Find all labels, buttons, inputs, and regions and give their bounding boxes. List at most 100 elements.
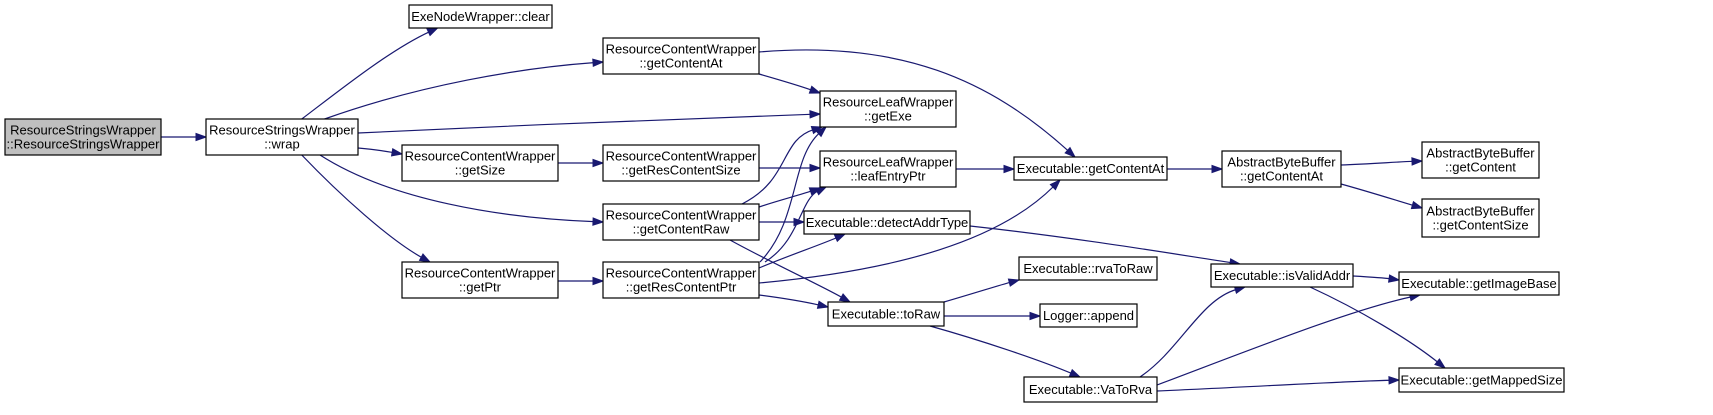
edge-root-to-wrap bbox=[160, 132, 208, 142]
arrowhead-icon bbox=[1388, 375, 1401, 385]
edge-exe_isValidAddr-to-exe_getMappedSize bbox=[1309, 286, 1447, 369]
node-exe-toRaw[interactable]: Executable::toRaw bbox=[827, 301, 945, 327]
edge-line bbox=[758, 294, 820, 306]
arrowhead-icon bbox=[1049, 178, 1062, 191]
node-box bbox=[1023, 376, 1158, 403]
edge-exe_VaToRva-to-exe_getImageBase bbox=[1156, 292, 1422, 386]
node-exe-getContentAt[interactable]: Executable::getContentAt bbox=[1013, 156, 1168, 181]
edge-exe_getContentAt-to-abb_getContentAt bbox=[1166, 164, 1224, 174]
node-rcw-getContentAt[interactable]: ResourceContentWrapper::getContentAt bbox=[602, 37, 760, 75]
edge-line bbox=[1340, 183, 1414, 207]
node-execlear[interactable]: ExeNodeWrapper::clear bbox=[408, 4, 553, 29]
edge-wrap-to-rcw_getContentRaw bbox=[319, 154, 605, 226]
edge-rcw_getResContentPtr-to-rlw_leafEntryPtr bbox=[764, 186, 828, 263]
node-rcw-getResContentPtr[interactable]: ResourceContentWrapper::getResContentPtr bbox=[602, 261, 760, 299]
node-label-line: Executable::getImageBase bbox=[1401, 276, 1556, 291]
arrowhead-icon bbox=[816, 300, 830, 309]
node-box bbox=[1221, 150, 1342, 188]
edge-rcw_getResContentPtr-to-exe_getContentAt bbox=[758, 178, 1062, 284]
node-label-line: ::getContentSize bbox=[1432, 218, 1528, 233]
edge-exe_VaToRva-to-exe_getMappedSize bbox=[1156, 375, 1401, 392]
node-abb-getContent[interactable]: AbstractByteBuffer::getContent bbox=[1421, 141, 1540, 179]
arrowhead-icon bbox=[1211, 164, 1224, 174]
edge-rcw_getResContentSize-to-rlw_leafEntryPtr bbox=[759, 163, 822, 173]
edge-rcw_getResContentPtr-to-exe_detectAddrType bbox=[758, 233, 847, 269]
node-label-line: AbstractByteBuffer bbox=[1426, 146, 1535, 161]
node-abb-getContentAt[interactable]: AbstractByteBuffer::getContentAt bbox=[1221, 150, 1342, 188]
node-box bbox=[1013, 156, 1168, 181]
node-abb-getContentSize[interactable]: AbstractByteBuffer::getContentSize bbox=[1421, 198, 1540, 238]
node-box bbox=[1421, 141, 1540, 179]
edge-abb_getContentAt-to-abb_getContentSize bbox=[1340, 183, 1424, 210]
edge-line bbox=[301, 31, 430, 120]
arrowhead-icon bbox=[592, 217, 605, 226]
node-rlw-leafEntryPtr[interactable]: ResourceLeafWrapper::leafEntryPtr bbox=[819, 150, 957, 188]
edge-rcw_getResContentPtr-to-rlw_getExe bbox=[759, 126, 828, 263]
edge-line bbox=[758, 49, 1069, 152]
edge-line bbox=[943, 281, 1011, 303]
arrowhead-icon bbox=[195, 132, 208, 142]
edge-line bbox=[741, 129, 814, 205]
node-wrap[interactable]: ResourceStringsWrapper::wrap bbox=[205, 118, 359, 156]
node-label-line: Executable::isValidAddr bbox=[1214, 268, 1351, 283]
node-box bbox=[602, 261, 760, 299]
edge-line bbox=[758, 190, 812, 208]
node-rlw-getExe[interactable]: ResourceLeafWrapper::getExe bbox=[819, 90, 957, 128]
node-exe-detectAddrType[interactable]: Executable::detectAddrType bbox=[803, 210, 971, 235]
node-label-line: ::wrap bbox=[264, 137, 299, 152]
node-box bbox=[401, 261, 559, 299]
node-exe-getMappedSize[interactable]: Executable::getMappedSize bbox=[1398, 367, 1565, 393]
edge-wrap-to-execlear bbox=[301, 27, 439, 120]
node-exe-isValidAddr[interactable]: Executable::isValidAddr bbox=[1210, 263, 1354, 288]
node-box bbox=[408, 4, 553, 29]
arrowhead-icon bbox=[1387, 274, 1401, 283]
node-label-line: Executable::rvaToRaw bbox=[1023, 261, 1153, 276]
node-label-line: ResourceContentWrapper bbox=[606, 208, 757, 223]
edge-wrap-to-rcw_getPtr bbox=[301, 154, 432, 263]
node-box bbox=[827, 301, 945, 327]
node-box bbox=[602, 144, 760, 182]
arrowhead-icon bbox=[1434, 358, 1447, 369]
edge-line bbox=[357, 113, 812, 134]
edge-wrap-to-rcw_getSize bbox=[357, 147, 404, 157]
node-box bbox=[819, 90, 957, 128]
edge-line bbox=[1156, 379, 1391, 392]
edge-wrap-to-rcw_getContentAt bbox=[324, 58, 605, 120]
edges-layer bbox=[160, 27, 1447, 392]
node-label-line: ::getSize bbox=[455, 163, 506, 178]
node-label-line: ::ResourceStringsWrapper bbox=[7, 137, 161, 152]
edge-wrap-to-rlw_getExe bbox=[357, 110, 822, 134]
edge-line bbox=[758, 73, 812, 91]
node-label-line: ::getExe bbox=[864, 109, 912, 124]
node-label-line: ResourceStringsWrapper bbox=[209, 123, 355, 138]
node-rcw-getContentRaw[interactable]: ResourceContentWrapper::getContentRaw bbox=[602, 203, 760, 241]
edge-line bbox=[969, 225, 1232, 264]
node-logger-append[interactable]: Logger::append bbox=[1039, 303, 1138, 328]
node-rcw-getSize[interactable]: ResourceContentWrapper::getSize bbox=[401, 144, 559, 182]
arrowhead-icon bbox=[809, 110, 822, 119]
node-rcw-getPtr[interactable]: ResourceContentWrapper::getPtr bbox=[401, 261, 559, 299]
edge-line bbox=[1139, 288, 1237, 378]
arrowhead-icon bbox=[809, 163, 822, 173]
edge-line bbox=[729, 239, 843, 299]
node-exe-rvaToRaw[interactable]: Executable::rvaToRaw bbox=[1018, 256, 1158, 281]
edge-exe_VaToRva-to-exe_isValidAddr bbox=[1139, 285, 1247, 378]
node-label-line: Executable::toRaw bbox=[832, 307, 941, 322]
edge-line bbox=[929, 325, 1072, 375]
arrowhead-icon bbox=[426, 27, 439, 37]
node-exe-VaToRva[interactable]: Executable::VaToRva bbox=[1023, 376, 1158, 403]
arrowhead-icon bbox=[1064, 146, 1077, 158]
node-label-line: AbstractByteBuffer bbox=[1227, 155, 1336, 170]
arrowhead-icon bbox=[1068, 368, 1082, 378]
node-exe-getImageBase[interactable]: Executable::getImageBase bbox=[1398, 271, 1560, 296]
arrowhead-icon bbox=[815, 126, 828, 138]
node-label-line: ::getResContentSize bbox=[621, 163, 740, 178]
node-box bbox=[205, 118, 359, 156]
edge-rcw_getResContentPtr-to-exe_toRaw bbox=[758, 294, 830, 309]
node-label-line: ::leafEntryPtr bbox=[850, 169, 926, 184]
node-rcw-getResContentSize[interactable]: ResourceContentWrapper::getResContentSiz… bbox=[602, 144, 760, 182]
node-label-line: ExeNodeWrapper::clear bbox=[411, 9, 550, 24]
arrowhead-icon bbox=[838, 293, 852, 303]
node-root[interactable]: ResourceStringsWrapper::ResourceStringsW… bbox=[4, 118, 162, 156]
arrowhead-icon bbox=[418, 253, 432, 263]
